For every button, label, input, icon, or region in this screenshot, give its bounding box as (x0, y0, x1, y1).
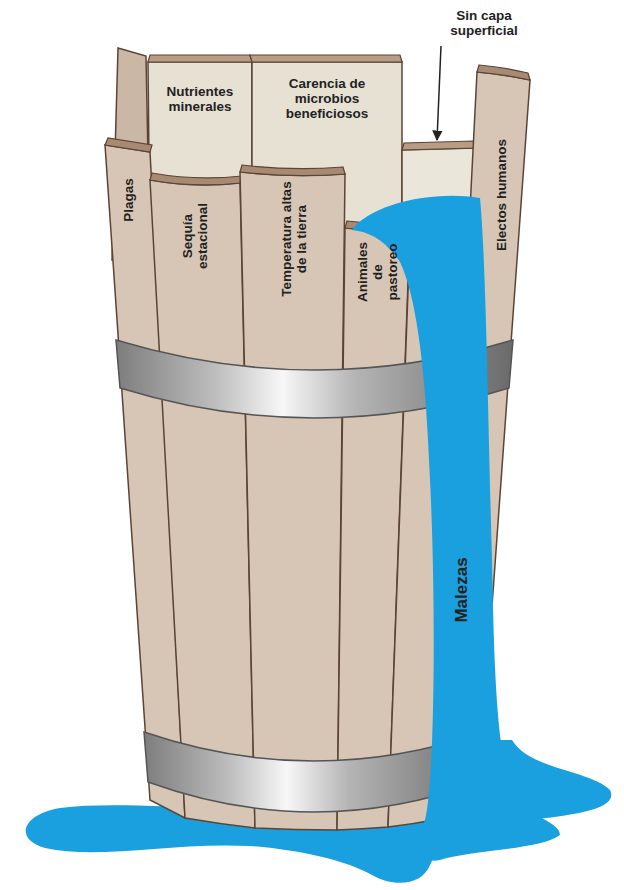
stave-label: Malezas (452, 557, 472, 622)
front-stave (240, 172, 345, 830)
stave-label: Animales de pastoreo (355, 236, 400, 308)
callout-label: Sin capa superficial (432, 8, 536, 38)
front-stave (150, 180, 255, 828)
stave-label-box: Plagas (108, 150, 148, 250)
stave-label-box: Temperatura altas de la tierra (250, 180, 338, 298)
text-wrap: Electos humanos (480, 90, 522, 300)
stave-top (240, 165, 345, 176)
stave-label-box: Sequía estacional (160, 186, 230, 286)
stave-label: Electos humanos (494, 139, 509, 251)
text-wrap: Animales de pastoreo (348, 236, 406, 308)
stave-label: Plagas (121, 178, 136, 222)
stave-label: Sequía estacional (180, 186, 210, 286)
stave-top (402, 141, 476, 150)
stave-label-box: Carencia de microbios beneficiosos (266, 66, 388, 130)
stave-label-box: Animales de pastoreo (348, 236, 406, 308)
stave-top (150, 173, 242, 185)
text-wrap: Malezas (440, 520, 484, 660)
text-wrap: Plagas (108, 150, 148, 250)
text-wrap: Temperatura altas de la tierra (250, 180, 338, 298)
stave-top (105, 138, 152, 152)
stave-label: Nutrientes minerales (150, 84, 250, 114)
stave-label-box: Nutrientes minerales (150, 68, 250, 130)
stave-label: Temperatura altas de la tierra (279, 180, 309, 298)
callout-arrow (437, 46, 441, 140)
stave-top (148, 55, 252, 62)
text-wrap: Nutrientes minerales (150, 68, 250, 130)
water-label-box: Malezas (440, 520, 484, 660)
stave-label: Carencia de microbios beneficiosos (266, 76, 388, 121)
text-wrap: Sequía estacional (160, 186, 230, 286)
text-wrap: Carencia de microbios beneficiosos (266, 66, 388, 130)
stave-label-box: Electos humanos (480, 90, 522, 300)
stave-top (250, 55, 402, 62)
water-stream (352, 196, 560, 861)
stave-top (477, 65, 530, 80)
